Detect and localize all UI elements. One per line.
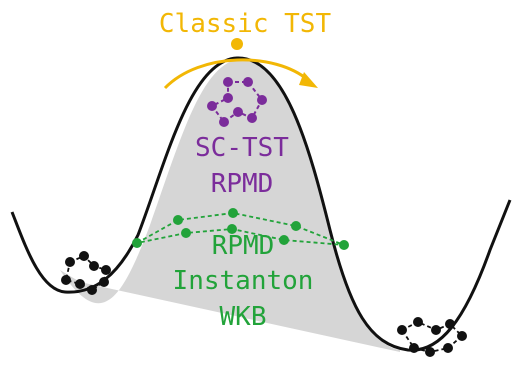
curved-arrow-icon [163,38,318,90]
left-well-polymer-icon [61,251,111,295]
right-well-polymer-icon [397,317,467,357]
barrier-shaded-region [60,58,400,353]
rpmd-label-green: RPMD [212,231,275,261]
wkb-label: WKB [220,302,267,332]
classic-tst-label: Classic TST [159,9,332,39]
ring-polymer-icon [207,77,267,127]
rpmd-label-purple: RPMD [211,169,274,199]
instanton-label: Instanton [173,266,314,296]
sctst-label: SC-TST [195,133,289,163]
tunneling-ring-polymer-icon [132,208,349,250]
